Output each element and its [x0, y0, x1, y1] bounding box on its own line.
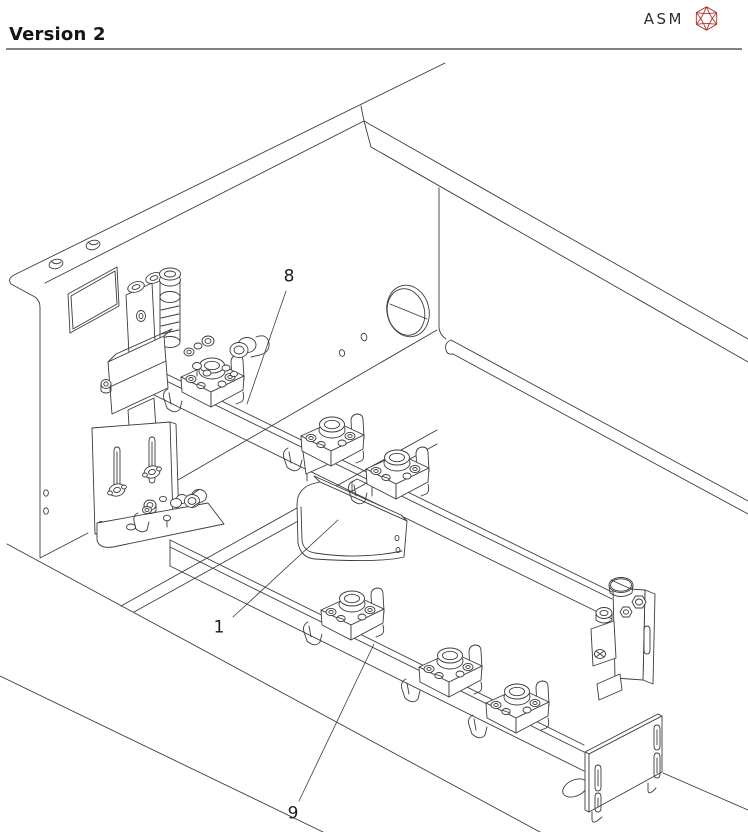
rail-8 [149, 365, 613, 620]
rail8-right-bracket [590, 577, 656, 701]
rail9-left-bracket [91, 421, 225, 548]
page-title: Version 2 [9, 24, 106, 45]
asm-logo-text: ASM [643, 9, 684, 28]
asm-gem-icon [695, 6, 718, 31]
leader-8 [246, 290, 287, 405]
callout-label-1: 1 [213, 617, 225, 638]
asm-logo: ASM [644, 5, 720, 32]
rail-clamp [303, 587, 385, 646]
callout-label-9: 9 [287, 803, 299, 824]
rail-clamp [163, 354, 245, 413]
rail-clamp [401, 644, 483, 703]
callout-label-8: 8 [283, 266, 295, 287]
left-wall [9, 62, 446, 558]
leader-9 [298, 643, 375, 802]
back-wall [338, 120, 748, 515]
rail9-end-plate [562, 713, 663, 823]
rail-clamp [283, 413, 365, 472]
rail-clamp [468, 680, 550, 739]
leader-1 [232, 519, 339, 618]
header-rule [6, 48, 742, 51]
rail-clamp [348, 446, 430, 505]
left-mount-assembly [100, 267, 270, 452]
leader-lines [232, 290, 375, 802]
